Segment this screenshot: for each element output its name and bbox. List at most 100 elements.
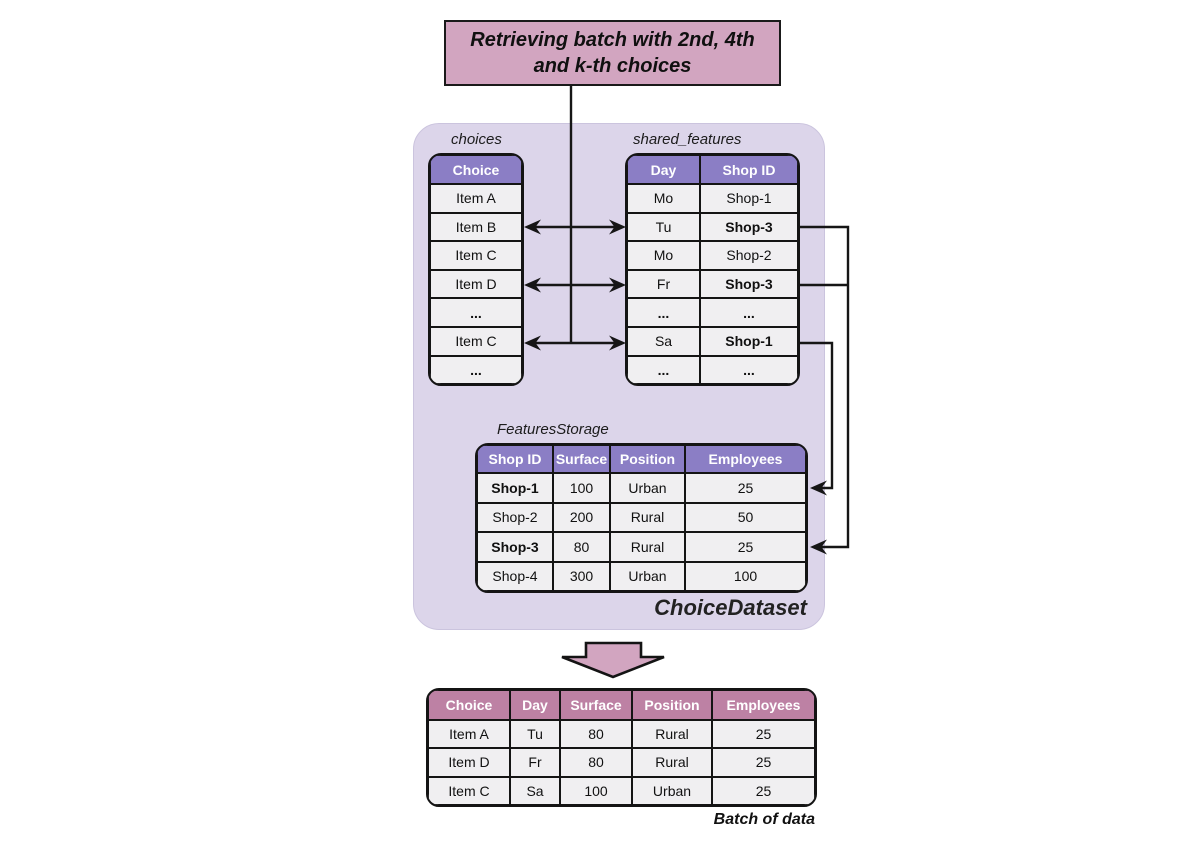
table-cell: Urban — [610, 473, 685, 503]
table-cell: 100 — [553, 473, 610, 503]
table-cell: 25 — [685, 473, 806, 503]
header-cell: Surface — [560, 690, 632, 720]
table-row: ...... — [627, 298, 798, 327]
table-row: Item C — [430, 241, 522, 270]
table-cell: 300 — [553, 561, 610, 591]
header-row: Choice — [430, 155, 522, 184]
table-cell: ... — [627, 355, 700, 385]
header-cell: Day — [510, 690, 560, 720]
table-cell: Shop-1 — [477, 473, 553, 503]
table-cell: Shop-3 — [700, 212, 798, 242]
table-cell: ... — [430, 355, 522, 385]
panel-title: ChoiceDataset — [654, 595, 807, 620]
table-cell: ... — [627, 298, 700, 327]
table-cell: Item B — [430, 212, 522, 242]
table-cell: 25 — [712, 748, 815, 777]
table-cell: Shop-1 — [700, 326, 798, 356]
header-cell: Shop ID — [477, 445, 553, 473]
header-cell: Position — [610, 445, 685, 473]
title-line2: and k-th choices — [533, 55, 692, 77]
table-cell: Shop-1 — [700, 184, 798, 213]
table-cell: Item A — [428, 720, 510, 749]
table-cell: Rural — [610, 532, 685, 562]
table-cell: Shop-2 — [477, 502, 553, 532]
table-cell: Rural — [632, 748, 712, 777]
table-row: Item A — [430, 184, 522, 213]
table-cell: Item D — [430, 269, 522, 299]
header-cell: Choice — [428, 690, 510, 720]
header-cell: Surface — [553, 445, 610, 473]
table-cell: Sa — [627, 326, 700, 356]
table-cell: ... — [430, 298, 522, 327]
table-cell: Item C — [428, 776, 510, 805]
table-row: Item C — [430, 326, 522, 356]
header-cell: Day — [627, 155, 700, 184]
features-storage-caption: FeaturesStorage — [497, 421, 609, 438]
table-cell: Shop-3 — [700, 269, 798, 299]
table-cell: Item A — [430, 184, 522, 213]
header-cell: Position — [632, 690, 712, 720]
table-cell: 80 — [553, 532, 610, 562]
table-cell: 200 — [553, 502, 610, 532]
table-cell: Mo — [627, 241, 700, 270]
header-cell: Choice — [430, 155, 522, 184]
shared-features-caption: shared_features — [633, 131, 742, 148]
table-cell: Fr — [627, 269, 700, 299]
header-cell: Employees — [712, 690, 815, 720]
table-cell: Mo — [627, 184, 700, 213]
down-arrow-icon — [561, 641, 665, 679]
table-cell: 50 — [685, 502, 806, 532]
table-cell: ... — [700, 298, 798, 327]
table-cell: Item C — [430, 241, 522, 270]
table-cell: Rural — [632, 720, 712, 749]
table-cell: Rural — [610, 502, 685, 532]
table-cell: 25 — [712, 720, 815, 749]
table-cell: Item D — [428, 748, 510, 777]
table-cell: Tu — [510, 720, 560, 749]
table-row: Item B — [430, 212, 522, 242]
table-cell: 25 — [712, 776, 815, 805]
table-row: ... — [430, 298, 522, 327]
table-cell: 100 — [685, 561, 806, 591]
table-row: ...... — [627, 355, 798, 385]
table-cell: 100 — [560, 776, 632, 805]
header-cell: Shop ID — [700, 155, 798, 184]
table-cell: Tu — [627, 212, 700, 242]
table-cell: ... — [700, 355, 798, 385]
table-cell: Urban — [610, 561, 685, 591]
table-cell: Shop-2 — [700, 241, 798, 270]
table-cell: 25 — [685, 532, 806, 562]
title-line1: Retrieving batch with 2nd, 4th — [470, 28, 755, 51]
table-cell: Urban — [632, 776, 712, 805]
header-cell: Employees — [685, 445, 806, 473]
table-cell: Item C — [430, 326, 522, 356]
choices-caption: choices — [451, 131, 502, 148]
table-cell: 80 — [560, 720, 632, 749]
table-cell: Shop-3 — [477, 532, 553, 562]
table-cell: 80 — [560, 748, 632, 777]
table-cell: Fr — [510, 748, 560, 777]
batch-of-data-label: Batch of data — [713, 811, 815, 828]
table-cell: Shop-4 — [477, 561, 553, 591]
